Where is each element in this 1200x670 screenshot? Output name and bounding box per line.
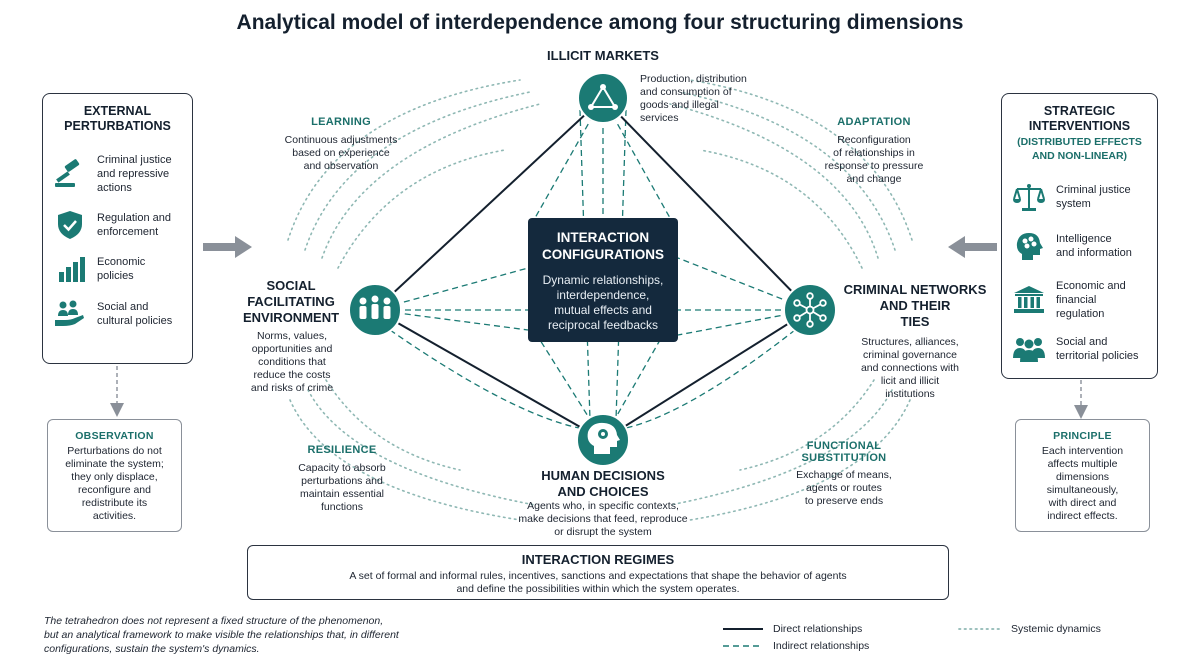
perturbation-item-social-cultural: Social and cultural policies (53, 299, 172, 329)
scales-icon (1013, 184, 1045, 211)
human-decisions-title: HUMAN DECISIONS AND CHOICES (541, 468, 665, 499)
functional-substitution-dynamic: FUNCTIONAL SUBSTITUTION Exchange of mean… (796, 440, 892, 507)
systemic-dynamics-arcs (287, 79, 913, 521)
bar-chart-icon (59, 257, 85, 282)
resilience-dynamic: RESILIENCE Capacity to absorb perturbati… (298, 444, 386, 513)
perturbation-item-criminal-justice: Criminal justice and repressive actions (53, 153, 172, 195)
bank-icon (1014, 286, 1044, 313)
social-environment-title: SOCIAL FACILITATING ENVIRONMENT (242, 278, 340, 325)
legend-systemic: Systemic dynamics (957, 623, 1101, 635)
perturbation-item-economic: Economic policies (53, 254, 145, 284)
community-icon (1013, 338, 1045, 362)
external-perturbations-panel: EXTERNAL PERTURBATIONS Criminal justice … (42, 93, 193, 364)
external-perturbations-title: EXTERNAL PERTURBATIONS (64, 104, 171, 133)
gavel-icon (55, 159, 80, 187)
page-title: Analytical model of interdependence amon… (236, 11, 964, 34)
dotted-line-icon (958, 628, 1000, 630)
intervention-item-social-territorial: Social and territorial policies (1012, 334, 1139, 364)
criminal-networks-title: CRIMINAL NETWORKS AND THEIR TIES (843, 282, 987, 329)
footnote: The tetrahedron does not represent a fix… (44, 615, 399, 655)
social-environment-description: Norms, values, opportunities and conditi… (250, 330, 334, 394)
social-environment-node-icon (348, 283, 402, 337)
legend-direct: Direct relationships (723, 623, 862, 635)
strategic-interventions-title: STRATEGIC INTERVENTIONS (1028, 104, 1131, 133)
direct-relationship-lines (374, 97, 811, 441)
brain-head-icon (1016, 233, 1043, 260)
intervention-item-economic: Economic and financial regulation (1012, 279, 1126, 321)
illicit-markets-node-icon (577, 72, 629, 124)
intervention-item-justice: Criminal justice system (1012, 182, 1131, 212)
strategic-interventions-subtitle: (DISTRIBUTED EFFECTS AND NON-LINEAR) (1017, 136, 1142, 162)
interaction-regimes-box: INTERACTION REGIMES A set of formal and … (247, 545, 949, 600)
human-decisions-node-icon (576, 413, 630, 467)
solid-line-icon (723, 628, 763, 630)
interaction-configurations-box: INTERACTION CONFIGURATIONS Dynamic relat… (528, 218, 678, 342)
principle-note: PRINCIPLE Each intervention affects mult… (1015, 419, 1150, 532)
human-decisions-description: Agents who, in specific contexts, make d… (518, 500, 688, 538)
arrow-right-icon (203, 236, 252, 258)
arrow-left-icon (948, 236, 997, 258)
criminal-networks-node-icon (783, 283, 837, 337)
criminal-networks-description: Structures, alliances, criminal governan… (860, 336, 960, 400)
shield-check-icon (58, 211, 82, 239)
legend-indirect: Indirect relationships (723, 640, 869, 652)
people-hand-icon (55, 300, 84, 326)
illicit-markets-description: Production, distribution and consumption… (640, 73, 747, 124)
learning-dynamic: LEARNING Continuous adjustments based on… (284, 116, 398, 172)
intervention-item-intelligence: Intelligence and information (1012, 231, 1132, 261)
perturbation-item-regulation: Regulation and enforcement (53, 210, 171, 240)
strategic-interventions-panel: STRATEGIC INTERVENTIONS (DISTRIBUTED EFF… (1001, 93, 1158, 379)
dashed-line-icon (723, 645, 763, 647)
observation-note: OBSERVATION Perturbations do not elimina… (47, 419, 182, 532)
adaptation-dynamic: ADAPTATION Reconfiguration of relationsh… (824, 116, 924, 185)
illicit-markets-title: ILLICIT MARKETS (547, 48, 659, 63)
